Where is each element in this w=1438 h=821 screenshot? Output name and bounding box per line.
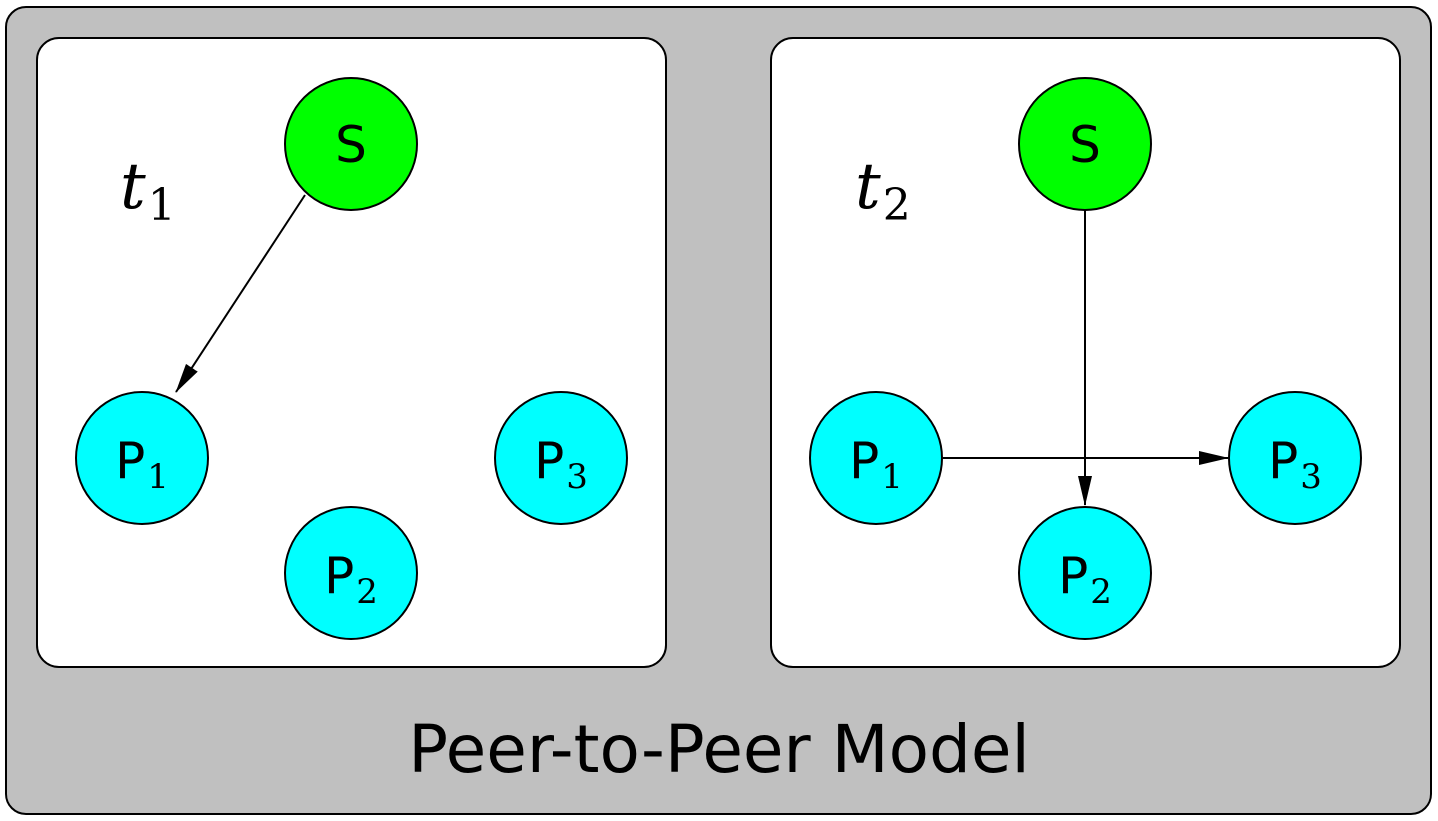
panel-t1: t1 S P1 P2 P3 xyxy=(36,37,667,668)
time-label-var: t xyxy=(855,150,881,224)
peer-2-label: P2 xyxy=(324,547,378,612)
node-peer-3: P3 xyxy=(1228,391,1362,525)
time-label-sub: 2 xyxy=(883,180,911,231)
time-label-var: t xyxy=(120,150,146,224)
peer-2-sub: 2 xyxy=(1090,572,1112,612)
peer-3-sub: 3 xyxy=(566,457,588,497)
panel-t1-box xyxy=(36,37,667,668)
peer-2-letter: P xyxy=(324,547,354,605)
node-peer-2: P2 xyxy=(1018,506,1152,640)
server-circle xyxy=(1018,77,1152,211)
peer-1-letter: P xyxy=(115,432,145,490)
peer-3-circle xyxy=(1228,391,1362,525)
peer-3-letter: P xyxy=(1268,432,1298,490)
peer-3-sub: 3 xyxy=(1300,457,1322,497)
server-label: S xyxy=(335,116,367,174)
node-peer-1: P1 xyxy=(809,391,943,525)
node-peer-1: P1 xyxy=(75,391,209,525)
peer-3-circle xyxy=(494,391,628,525)
server-label: S xyxy=(1069,116,1101,174)
peer-2-sub: 2 xyxy=(356,572,378,612)
peer-2-label: P2 xyxy=(1058,547,1112,612)
diagram-caption: Peer-to-Peer Model xyxy=(408,711,1030,788)
time-label-t2: t2 xyxy=(855,150,911,231)
time-label-t1: t1 xyxy=(120,150,176,231)
peer-1-sub: 1 xyxy=(881,457,903,497)
peer-3-letter: P xyxy=(534,432,564,490)
peer-1-sub: 1 xyxy=(147,457,169,497)
time-label-sub: 1 xyxy=(148,180,176,231)
node-server: S xyxy=(1018,77,1152,211)
server-circle xyxy=(284,77,418,211)
peer-3-label: P3 xyxy=(1268,432,1322,497)
node-server: S xyxy=(284,77,418,211)
node-peer-2: P2 xyxy=(284,506,418,640)
peer-1-letter: P xyxy=(849,432,879,490)
edge-s-to-p1 xyxy=(175,194,306,393)
peer-1-circle xyxy=(809,391,943,525)
peer-1-circle xyxy=(75,391,209,525)
peer-1-label: P1 xyxy=(115,432,169,497)
panel-t2: t2 S P1 P2 P3 xyxy=(770,37,1401,668)
peer-1-label: P1 xyxy=(849,432,903,497)
peer-2-circle xyxy=(1018,506,1152,640)
peer-2-letter: P xyxy=(1058,547,1088,605)
peer-2-circle xyxy=(284,506,418,640)
peer-3-label: P3 xyxy=(534,432,588,497)
node-peer-3: P3 xyxy=(494,391,628,525)
